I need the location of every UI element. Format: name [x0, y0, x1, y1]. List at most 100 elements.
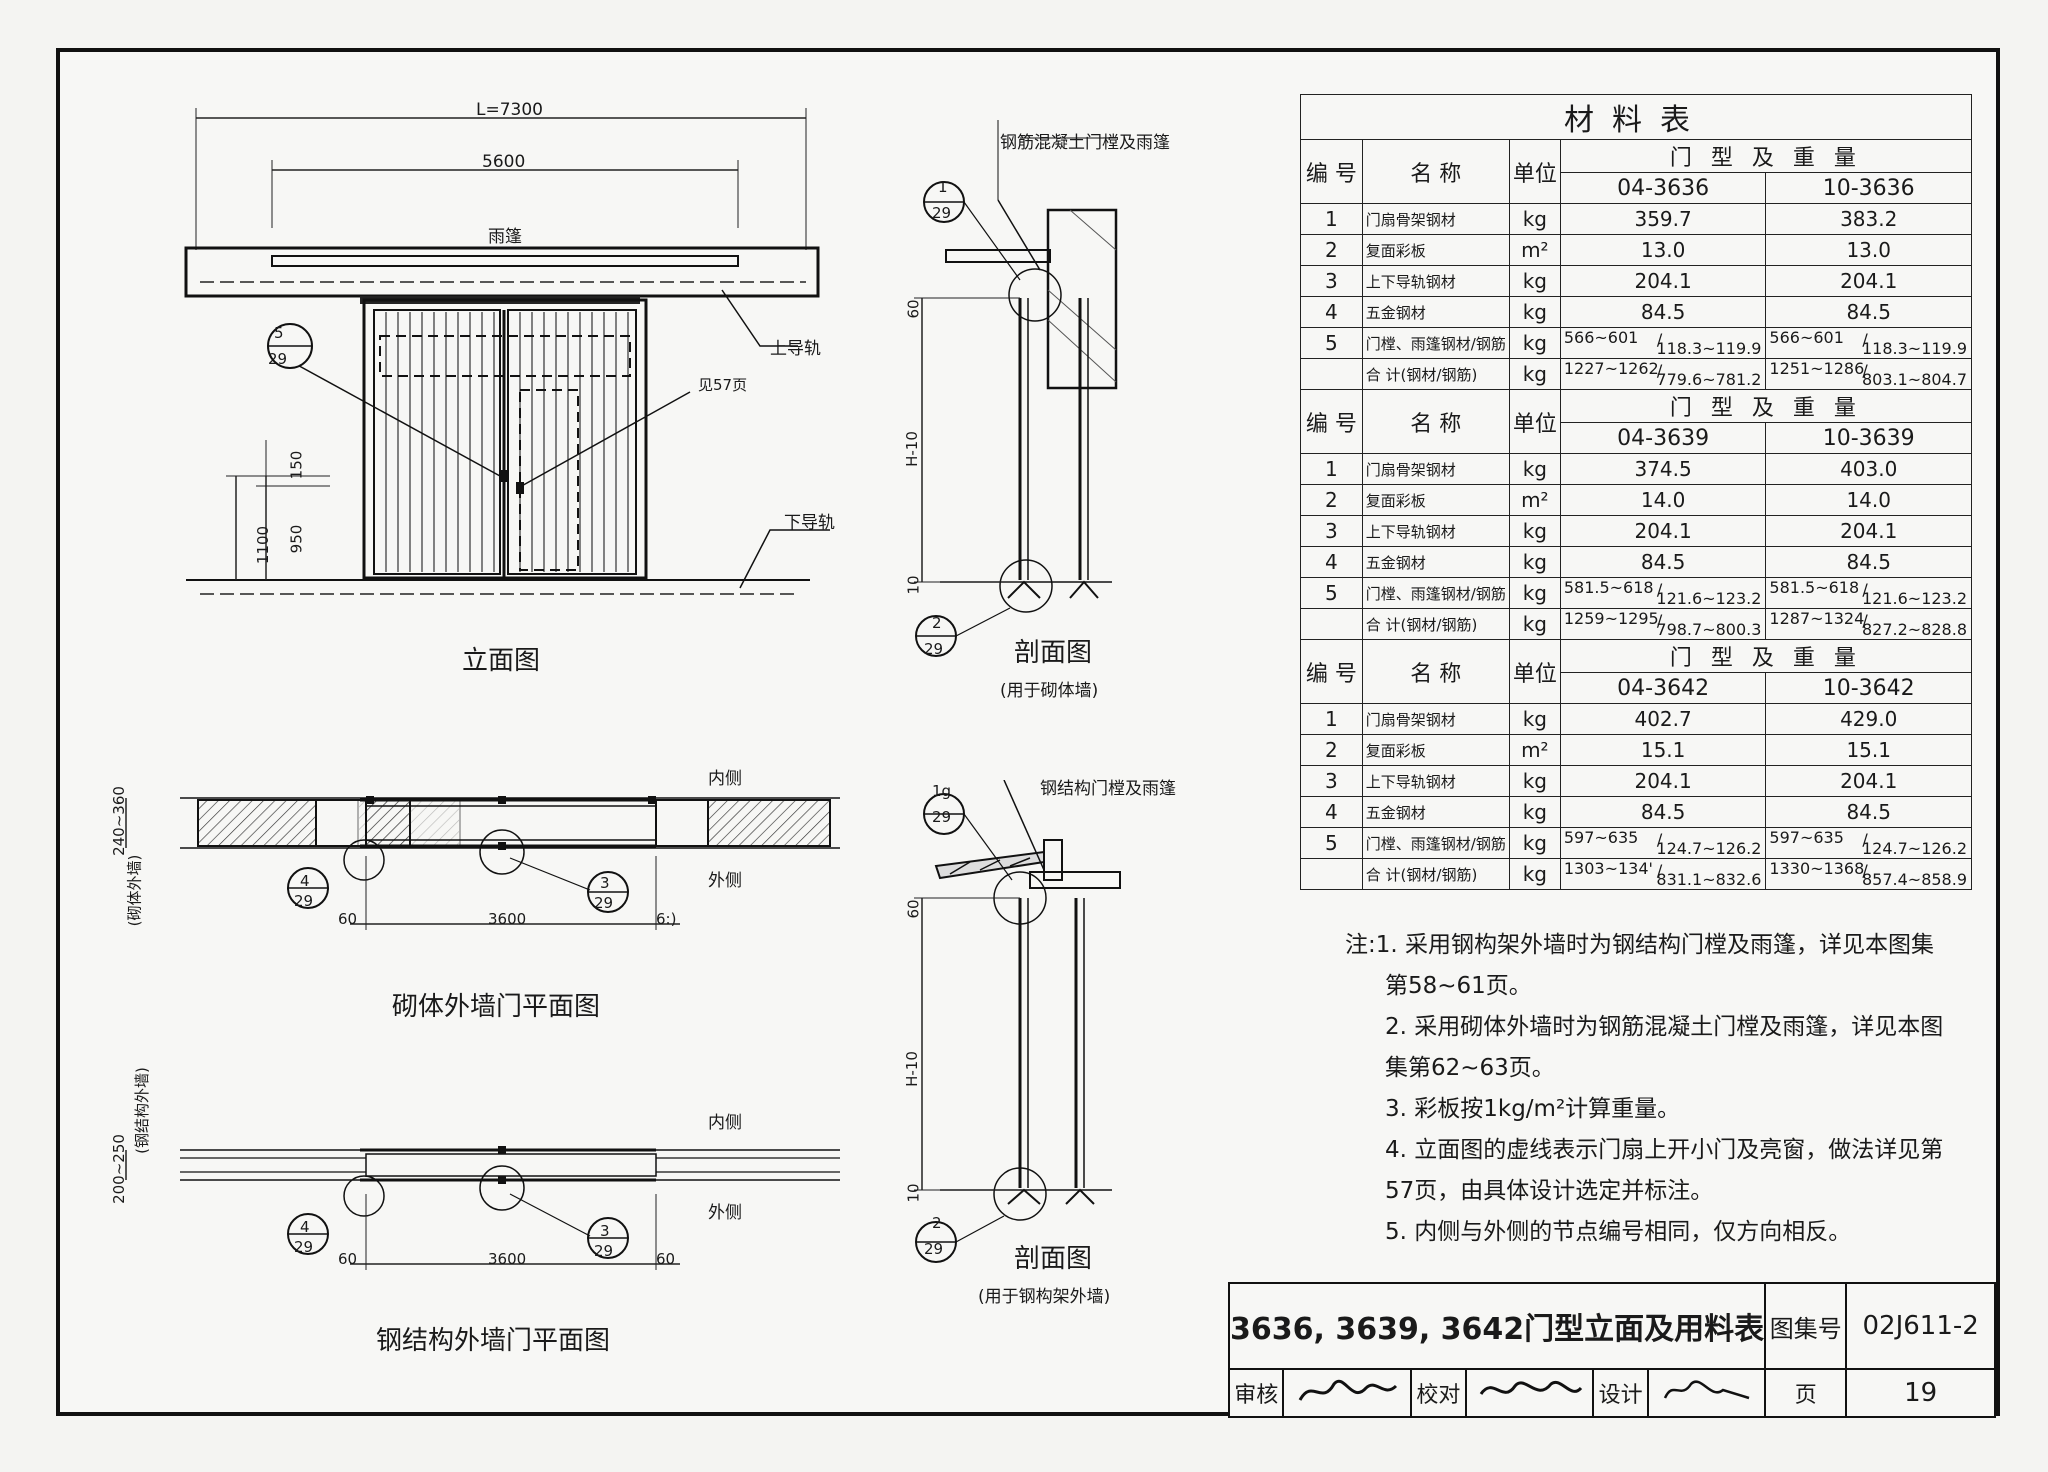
slash-separator: /	[1862, 580, 1868, 599]
row-no: 2	[1300, 484, 1363, 516]
row-name: 门扇骨架钢材	[1361, 703, 1510, 735]
section1-node1-bottom: 29	[932, 204, 952, 222]
review-signature	[1282, 1368, 1413, 1418]
section2-label: 钢结构门樘及雨篷	[1040, 779, 1176, 799]
row-value-b: 15.1	[1765, 734, 1972, 766]
plan2-inside-label: 内侧	[708, 1113, 742, 1133]
plan2-node4-top: 4	[300, 1218, 310, 1236]
plan2-dim-wall: 200~250	[109, 1134, 128, 1204]
plan1-caption: 砌体外墙门平面图	[392, 992, 601, 1022]
title-block: 3636, 3639, 3642门型立面及用料表 图集号 02J611-2 审核…	[1227, 1282, 1996, 1418]
plan2-node4-bottom: 29	[294, 1238, 314, 1256]
row-no: 3	[1300, 265, 1363, 297]
value-rebar: 121.6~123.2	[1861, 589, 1967, 608]
section2-dim-60: 60	[904, 899, 923, 919]
value-steel: 1287~1324	[1769, 609, 1865, 629]
value-rebar: 118.3~119.9	[1861, 339, 1967, 358]
value-rebar: 124.7~126.2	[1861, 839, 1967, 858]
value-rebar: 118.3~119.9	[1656, 339, 1762, 358]
row-unit: kg	[1508, 203, 1561, 235]
row-unit: kg	[1508, 608, 1561, 640]
value-rebar: 121.6~123.2	[1656, 589, 1762, 608]
col-group-header: 门 型 及 重 量	[1559, 389, 1973, 423]
dim-door-width: 5600	[482, 152, 526, 172]
row-name: 五金钢材	[1361, 546, 1510, 578]
plan1-wall-note: (砌体外墙)	[125, 854, 144, 927]
row-unit: m²	[1508, 734, 1561, 766]
row-no: 1	[1300, 703, 1363, 735]
value-steel: 1227~1262	[1563, 359, 1659, 379]
row-name: 复面彩板	[1361, 234, 1510, 266]
row-no: 2	[1300, 734, 1363, 766]
plan2-wall-note: (钢结构外墙)	[132, 1067, 151, 1154]
section1-label: 钢筋混凝土门樘及雨篷	[1000, 133, 1170, 153]
row-value-a: 204.1	[1559, 515, 1767, 547]
value-steel: 581.5~618	[1769, 578, 1860, 598]
value-rebar: 831.1~832.6	[1656, 870, 1762, 889]
col-group-header: 门 型 及 重 量	[1559, 639, 1973, 673]
notes-block: 注:1. 采用钢构架外墙时为钢结构门樘及雨篷，详见本图集 第58~61页。 2.…	[1345, 925, 1945, 1253]
row-value-b: 84.5	[1765, 296, 1972, 328]
node-5-top: 5	[274, 324, 284, 342]
row-name: 五金钢材	[1361, 296, 1510, 328]
slash-separator: /	[1862, 611, 1868, 630]
plan1-node4-bottom: 29	[294, 892, 314, 910]
row-no: 3	[1300, 765, 1363, 797]
row-value-b: 14.0	[1765, 484, 1972, 516]
row-name: 合 计(钢材/钢筋)	[1361, 858, 1510, 890]
row-unit: m²	[1508, 234, 1561, 266]
check-label: 校对	[1410, 1368, 1467, 1418]
row-value-b: 429.0	[1765, 703, 1972, 735]
row-name: 门樘、雨篷钢材/钢筋	[1361, 327, 1510, 359]
row-unit: kg	[1508, 858, 1561, 890]
section1-caption: 剖面图	[1014, 638, 1093, 668]
plan2-dim-60-right: 60	[656, 1250, 676, 1268]
note-line: 5. 内侧与外侧的节点编号相同，仅方向相反。	[1385, 1219, 1852, 1245]
col-unit-header: 单位	[1508, 639, 1561, 704]
atlas-number: 02J611-2	[1845, 1282, 1996, 1370]
note-line: 2. 采用砌体外墙时为钢筋混凝土门樘及雨篷，详见本图	[1385, 1014, 1944, 1040]
row-no: 2	[1300, 234, 1363, 266]
row-no	[1300, 858, 1363, 890]
value-steel: 1303~134'	[1563, 859, 1653, 879]
slash-separator: /	[1656, 330, 1663, 349]
row-value-b: 13.0	[1765, 234, 1972, 266]
row-name: 复面彩板	[1361, 734, 1510, 766]
lower-rail-label: 下导轨	[784, 513, 835, 533]
row-no	[1300, 358, 1363, 390]
review-label: 审核	[1227, 1368, 1285, 1418]
row-value-b: 383.2	[1765, 203, 1972, 235]
row-name: 合 计(钢材/钢筋)	[1361, 608, 1510, 640]
section1-node2-bottom: 29	[924, 640, 944, 658]
plan1-node4-top: 4	[300, 872, 310, 890]
row-name: 上下导轨钢材	[1361, 265, 1510, 297]
design-label: 设计	[1592, 1368, 1649, 1418]
slash-separator: /	[1656, 580, 1663, 599]
col-no-header: 编 号	[1300, 389, 1363, 454]
row-no: 4	[1300, 546, 1363, 578]
row-unit: m²	[1508, 484, 1561, 516]
atlas-label: 图集号	[1764, 1282, 1848, 1370]
col-unit-header: 单位	[1508, 389, 1561, 454]
row-value-b: 84.5	[1765, 796, 1972, 828]
plan2-dim-3600: 3600	[488, 1250, 527, 1268]
row-no: 5	[1300, 827, 1363, 859]
col-unit-header: 单位	[1508, 139, 1561, 204]
note-line: 第58~61页。	[1385, 973, 1532, 999]
row-unit: kg	[1508, 515, 1561, 547]
upper-rail-label: 上导轨	[770, 339, 821, 359]
section1-subcaption: (用于砌体墙)	[1000, 681, 1099, 701]
value-steel: 597~635	[1769, 828, 1844, 848]
plan-steel-drawing	[125, 1146, 840, 1270]
row-unit: kg	[1508, 546, 1561, 578]
